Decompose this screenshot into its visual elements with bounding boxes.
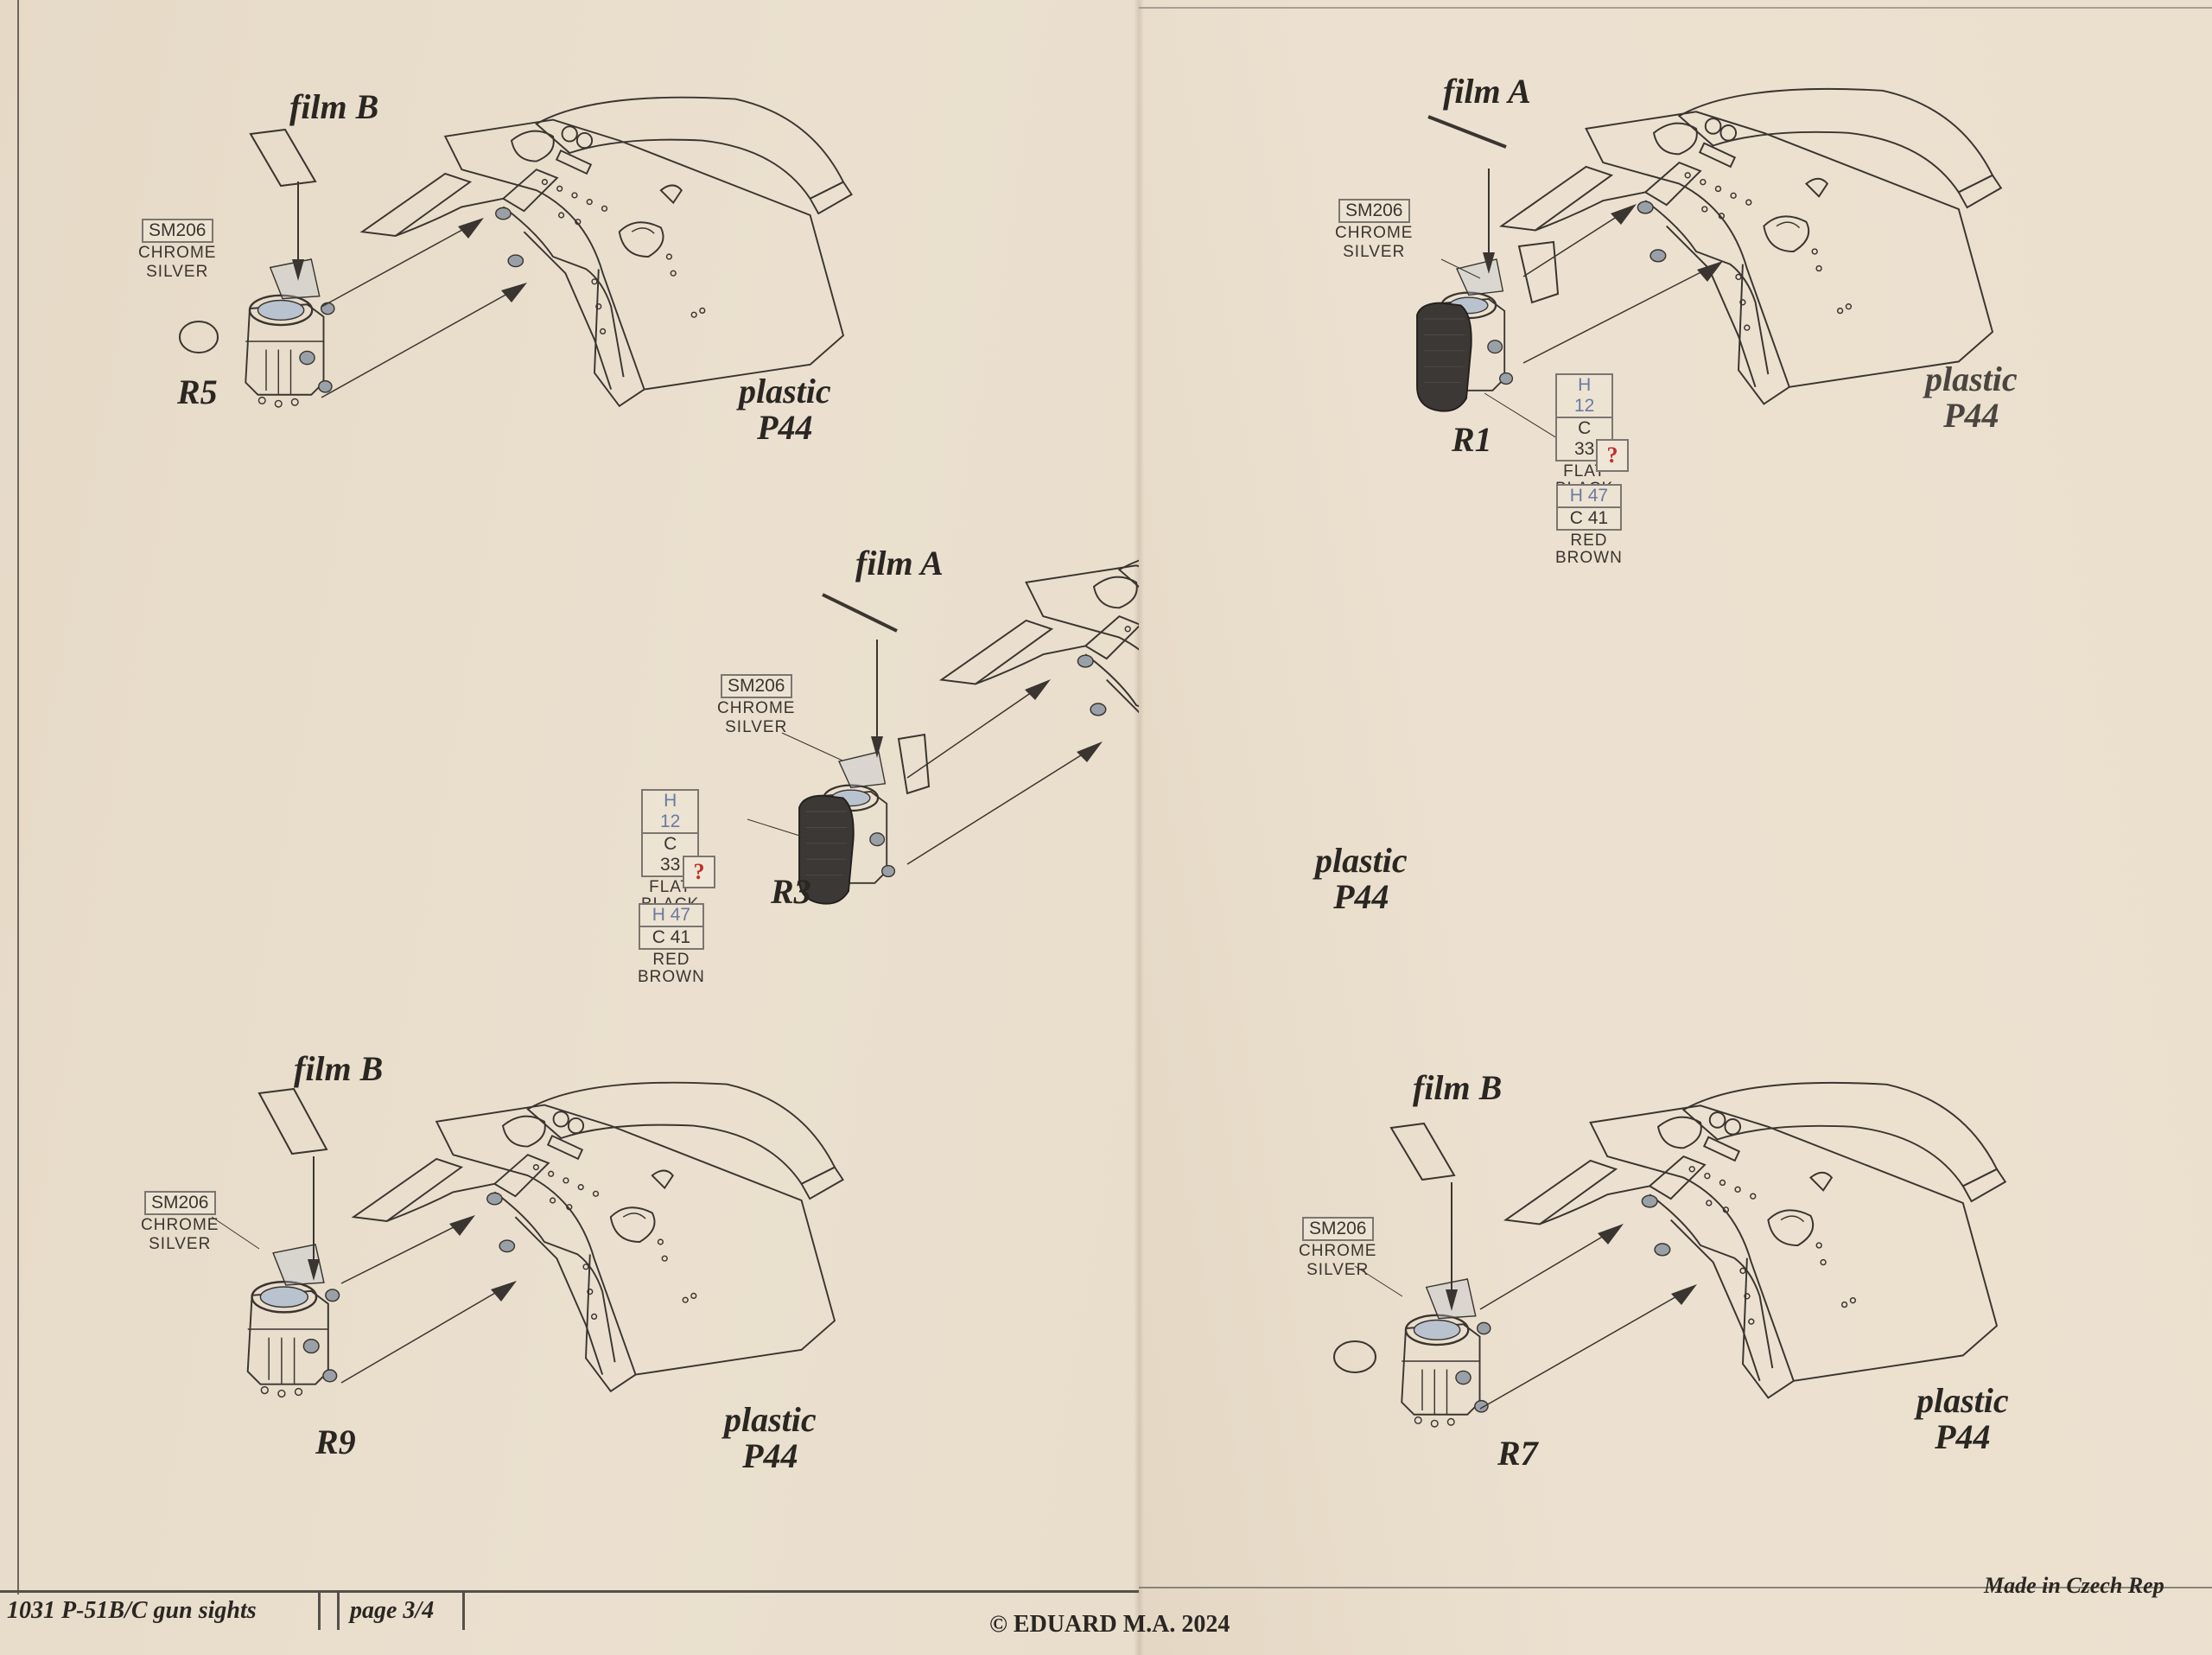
paint-callout-sm206: SM206 CHROME SILVER (138, 219, 216, 281)
paint-name: RED BROWN (638, 951, 705, 986)
hobby-code: H 47 (639, 905, 703, 927)
plastic-label: plastic P44 (724, 1402, 817, 1474)
paint-name-line1: CHROME (141, 1216, 219, 1234)
footer-separator (462, 1592, 465, 1630)
hobby-code: H 47 (1557, 486, 1621, 508)
part-number: R9 (315, 1423, 356, 1461)
paint-code: SM206 (1301, 1217, 1374, 1241)
plastic-word: plastic (739, 372, 831, 411)
part-number: R3 (771, 872, 811, 911)
paint-callout-red-brown: H 47 C 41 RED BROWN (1555, 484, 1623, 567)
part-number: R7 (1497, 1434, 1538, 1473)
left-margin-line (17, 0, 19, 1595)
copyright: © EDUARD M.A. 2024 (989, 1611, 1230, 1638)
plastic-word: plastic (1315, 841, 1408, 880)
plastic-part: P44 (1935, 1417, 1991, 1456)
plastic-word: plastic (1925, 360, 2018, 398)
paint-callout-flat-black: H 12 C 33 FLAT BLACK (1555, 373, 1614, 498)
paint-code: SM206 (1338, 199, 1410, 223)
paint-callout-red-brown: H 47 C 41 RED BROWN (638, 903, 705, 986)
footer-rule-right (1139, 1587, 2212, 1588)
hobby-code: H 12 (643, 791, 698, 834)
paint-code: SM206 (141, 219, 213, 243)
diagram-r1-drawing (1415, 87, 2002, 450)
top-border-line (1139, 7, 2212, 9)
paint-name-line1: CHROME (138, 244, 217, 262)
paint-callout-flat-black: H 12 C 33 FLAT BLACK (641, 789, 700, 913)
diagram-r3-drawing (747, 541, 1139, 905)
paint-code-stack: H 47 C 41 (638, 903, 705, 950)
paint-code: SM206 (720, 674, 792, 698)
film-label: film B (1413, 1068, 1503, 1107)
paint-code: SM206 (143, 1191, 216, 1215)
paint-uncertain-marker: ? (1596, 439, 1629, 472)
right-page (1139, 0, 2212, 1655)
film-label: film A (855, 544, 944, 582)
paint-uncertain-marker: ? (683, 856, 715, 888)
page-fold (1134, 0, 1144, 1655)
hobby-code: H 12 (1557, 375, 1612, 418)
film-label: film B (289, 87, 379, 126)
paint-name-line1: CHROME (1335, 224, 1414, 242)
footer-separator (337, 1592, 340, 1630)
paint-name-line2: SILVER (1343, 243, 1406, 261)
paint-callout-sm206: SM206 CHROME SILVER (1335, 199, 1413, 261)
footer-separator (318, 1592, 321, 1630)
product-title: 1031 P-51B/C gun sights (7, 1597, 257, 1624)
paint-code-stack: H 47 C 41 (1555, 484, 1623, 531)
paint-callout-sm206: SM206 CHROME SILVER (141, 1191, 219, 1253)
plastic-part: P44 (742, 1436, 798, 1475)
page-number: page 3/4 (350, 1597, 435, 1624)
plastic-label: plastic P44 (1315, 843, 1408, 915)
plastic-part: P44 (1333, 877, 1389, 916)
color-code: C 41 (1569, 508, 1609, 528)
diagram-r7-drawing (1333, 1081, 2006, 1429)
color-code: C 33 (659, 834, 681, 875)
paint-callout-sm206: SM206 CHROME SILVER (1299, 1217, 1376, 1279)
part-number: R5 (177, 372, 218, 411)
plastic-part: P44 (1943, 396, 1999, 435)
left-page (0, 0, 1139, 1655)
plastic-label: plastic P44 (1916, 1383, 2009, 1455)
footer-bar: 1031 P-51B/C gun sights page 3/4 © EDUAR… (0, 1573, 2212, 1655)
paint-name-line2: SILVER (1306, 1261, 1370, 1279)
diagram-r5-drawing (179, 96, 853, 409)
paint-name: RED BROWN (1555, 532, 1623, 567)
footer-rule-left (0, 1590, 1139, 1593)
plastic-label: plastic P44 (739, 373, 831, 446)
plastic-part: P44 (757, 408, 813, 447)
film-label: film A (1443, 72, 1531, 111)
paint-name-line2: SILVER (149, 1235, 212, 1253)
plastic-word: plastic (724, 1400, 817, 1439)
paint-name-line1: CHROME (717, 699, 796, 717)
color-code: C 33 (1573, 418, 1595, 459)
paint-name-line2: SILVER (725, 718, 788, 736)
origin-note: Made in Czech Rep (1984, 1573, 2164, 1598)
diagram-r9-drawing (211, 1081, 844, 1398)
film-label: film B (294, 1049, 384, 1088)
question-mark-icon: ? (1596, 439, 1629, 472)
paint-name-line1: CHROME (1299, 1242, 1377, 1260)
color-code: C 41 (652, 927, 691, 947)
plastic-label: plastic P44 (1925, 361, 2018, 434)
paint-callout-sm206: SM206 CHROME SILVER (717, 674, 795, 736)
plastic-word: plastic (1916, 1381, 2009, 1420)
paint-name-line2: SILVER (146, 263, 209, 281)
part-number: R1 (1452, 420, 1492, 459)
question-mark-icon: ? (683, 856, 715, 888)
